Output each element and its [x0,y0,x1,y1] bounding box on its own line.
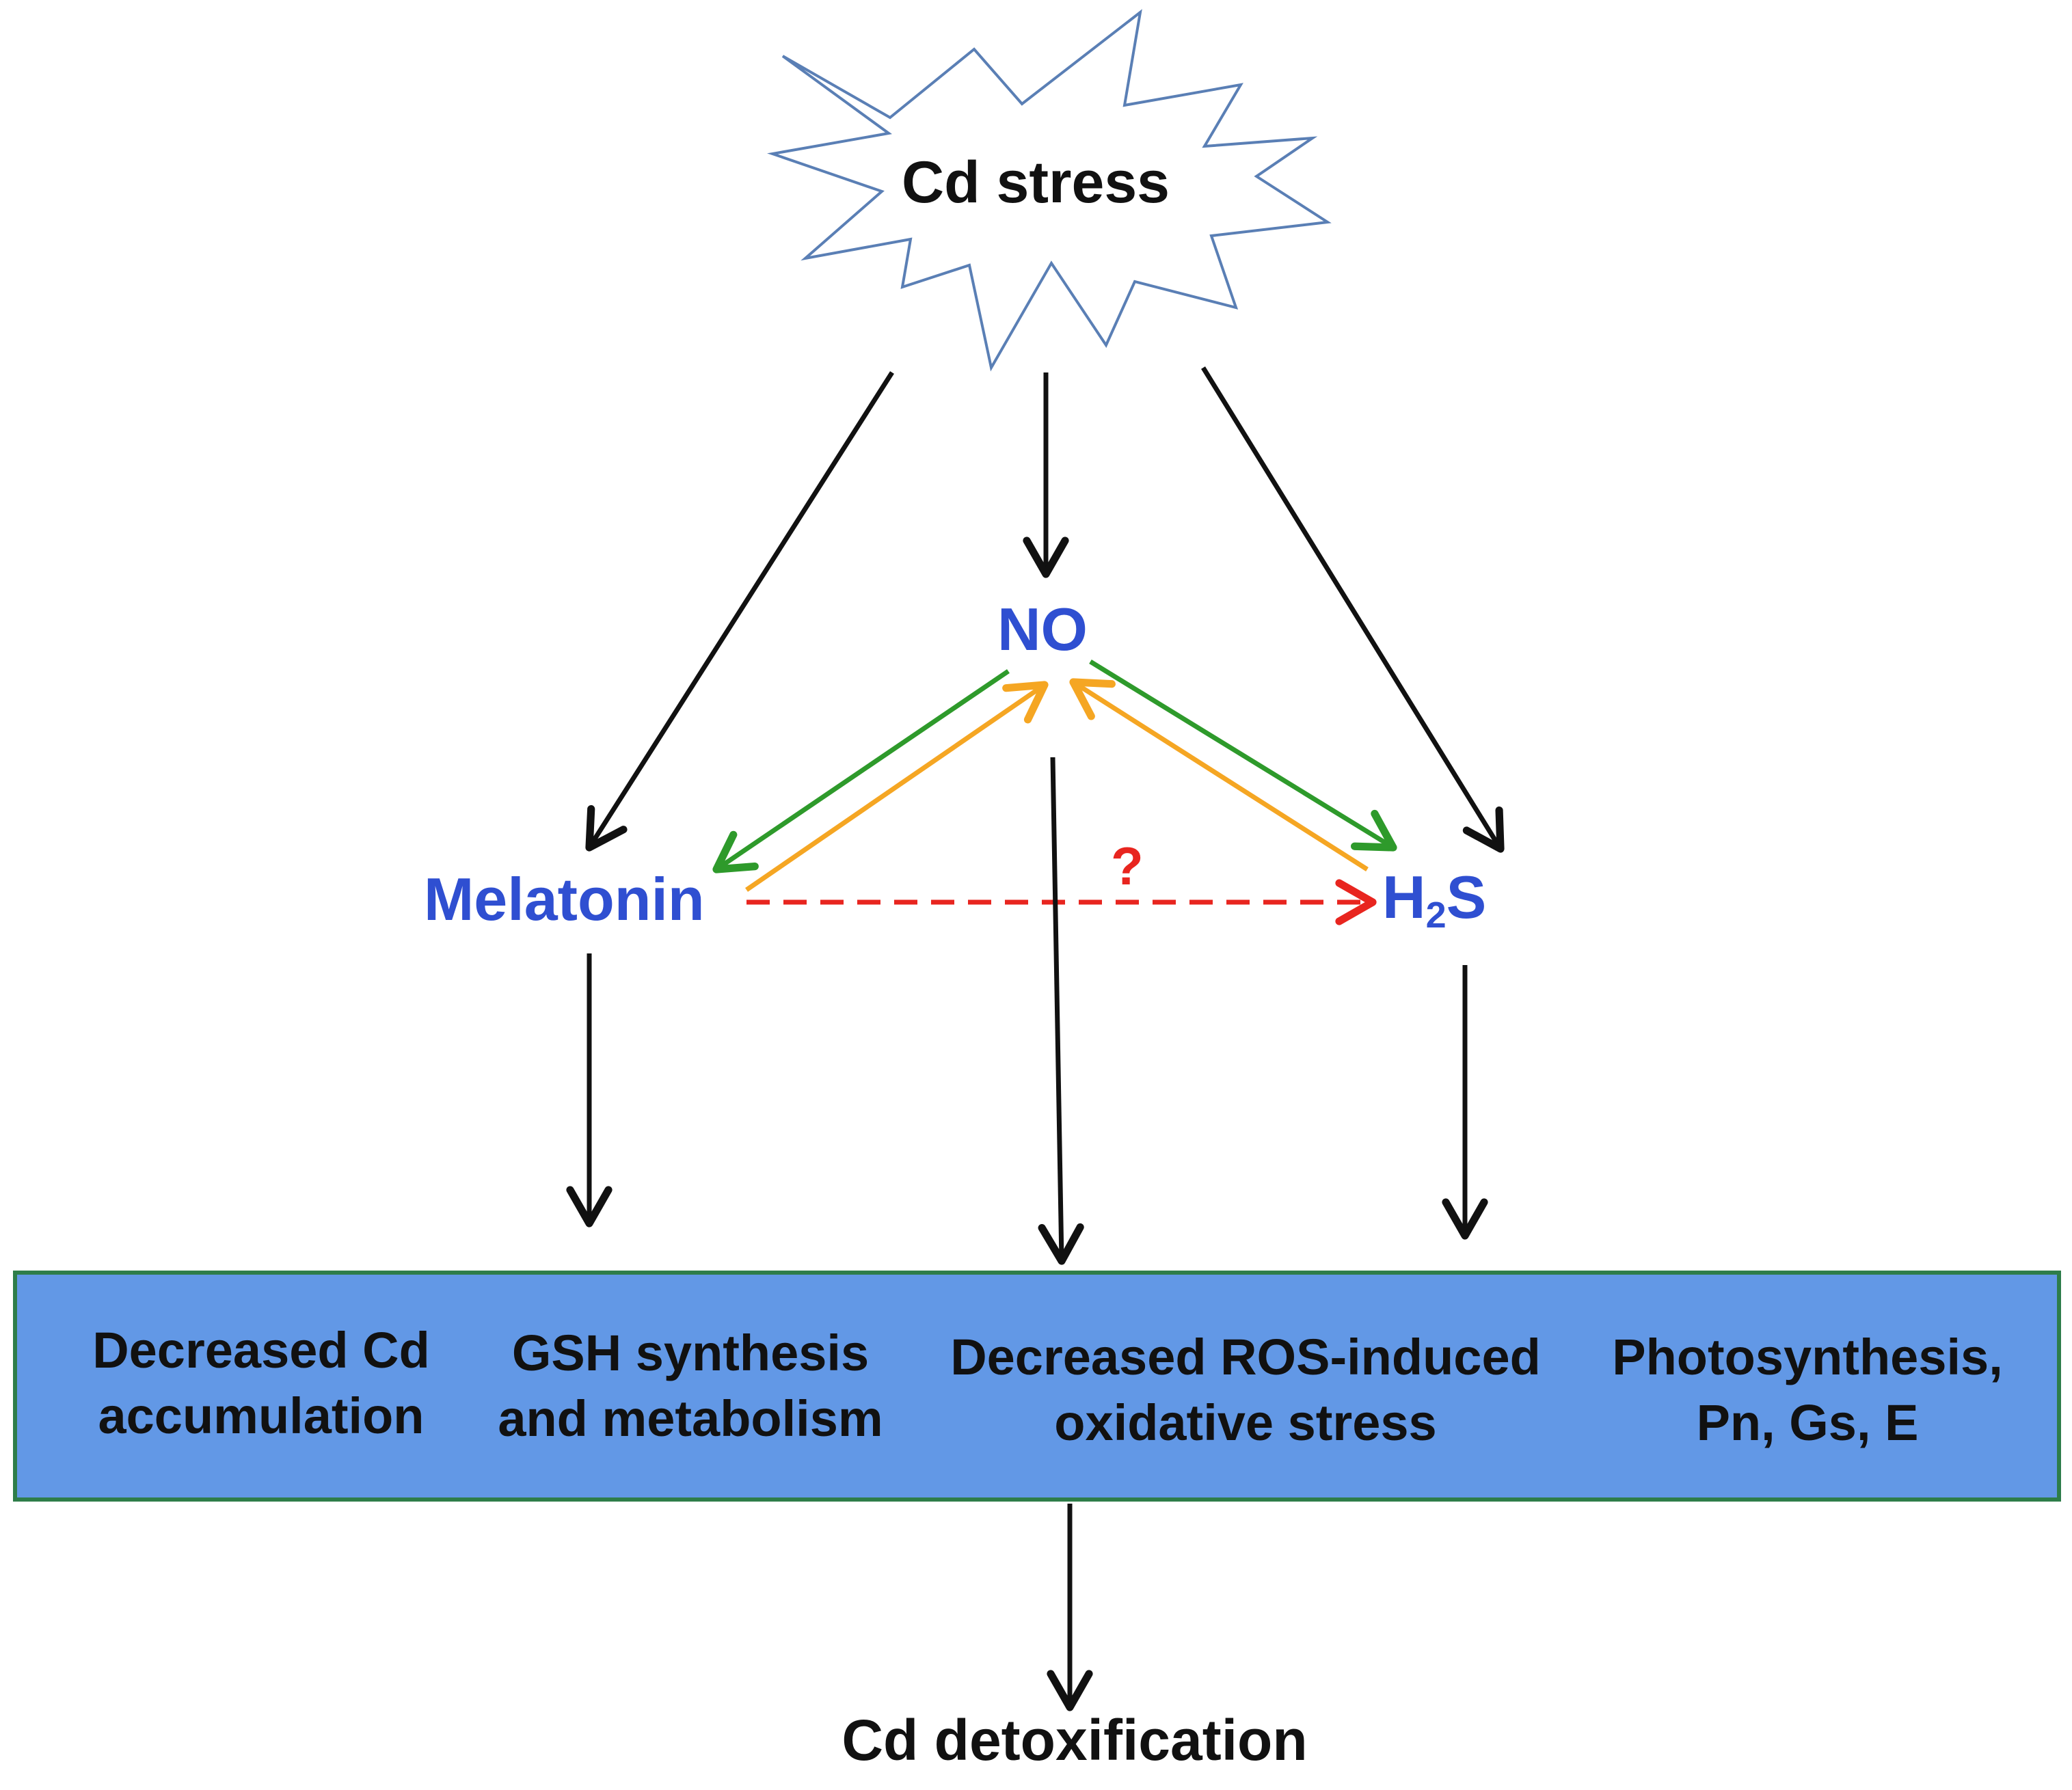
effect-decreased-ros-stress: Decreased ROS-induced oxidative stress [950,1329,1541,1451]
stress-label: Cd stress [902,150,1170,215]
arrow-no-to-effects [1038,757,1084,1265]
effect-photosynthesis: Photosynthesis, Pn, Gs, E [1612,1329,2003,1451]
arrow-no-to-melatonin [712,669,1010,873]
h2s-h-text: H [1382,863,1426,931]
arrow-stress-to-melatonin [585,371,894,852]
arrow-stress-to-h2s [1201,366,1505,853]
effects-box [13,1271,2061,1502]
node-h2s: H2S [1382,863,1486,936]
effect-gsh-synthesis: GSH synthesis and metabolism [498,1325,883,1447]
h2s-subscript: 2 [1425,895,1447,936]
effect-decreased-cd-accumulation: Decreased Cd accumulation [92,1322,430,1444]
unknown-link-mark: ? [1111,836,1144,896]
node-no: NO [997,595,1088,663]
h2s-s-text: S [1446,863,1487,931]
arrow-melatonin-to-no [745,681,1049,892]
outcome-label: Cd detoxification [842,1708,1308,1772]
arrow-no-to-h2s [1089,660,1397,852]
stress-starburst [767,9,1332,372]
arrow-h2s-to-no [1069,678,1369,871]
node-melatonin: Melatonin [424,865,705,933]
